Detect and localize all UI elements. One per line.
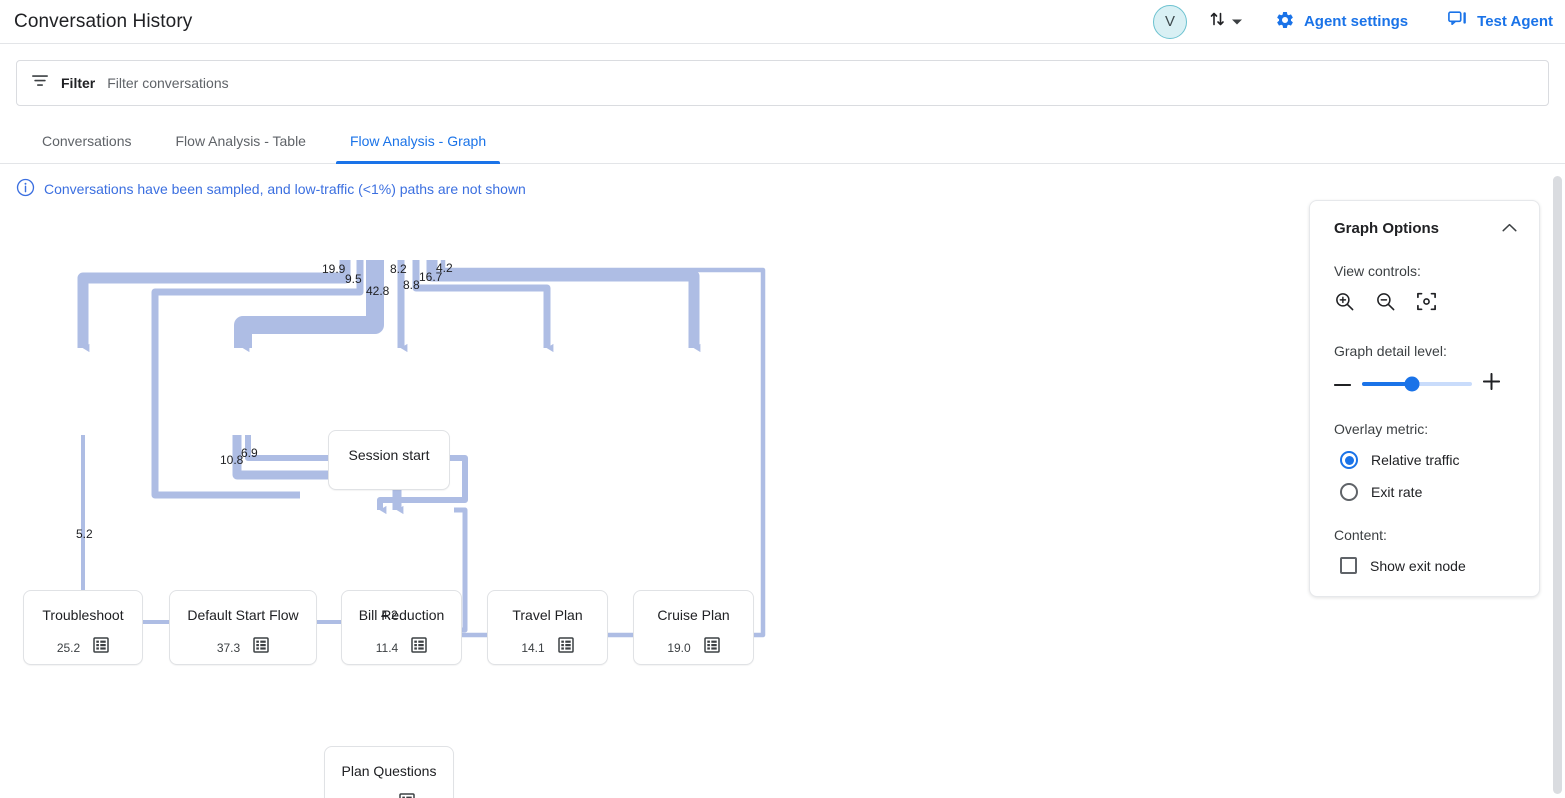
edge-label: 19.9 — [322, 262, 346, 276]
node-label: Default Start Flow — [187, 607, 299, 623]
radio-button[interactable] — [1340, 483, 1358, 501]
detail-level-slider[interactable] — [1362, 376, 1472, 392]
avatar-initial: V — [1164, 13, 1175, 30]
node-value: 14.1 — [521, 640, 545, 655]
top-header-bar: Conversation History V Agent settings — [0, 0, 1565, 44]
slider-thumb[interactable] — [1404, 376, 1419, 392]
node-bill-reduction[interactable]: Bill Reduction 11.4 — [341, 590, 462, 665]
sampling-notice-text: Conversations have been sampled, and low… — [44, 181, 526, 197]
node-label: Bill Reduction — [358, 607, 445, 623]
node-default-start-flow[interactable]: Default Start Flow 37.3 — [169, 590, 317, 665]
graph-options-title: Graph Options — [1334, 219, 1439, 237]
edge-label: 6.9 — [241, 446, 258, 460]
edge-label: 5.2 — [76, 527, 93, 541]
graph-options-panel: Graph Options View controls: — [1309, 200, 1540, 597]
checkbox-box[interactable] — [1340, 557, 1357, 574]
tab-conversations[interactable]: Conversations — [42, 133, 132, 149]
edge-label: 8.2 — [390, 262, 407, 276]
overlay-metric-label: Overlay metric: — [1334, 421, 1429, 437]
table-icon[interactable] — [399, 793, 415, 798]
view-controls-group — [1334, 291, 1517, 317]
table-icon[interactable] — [557, 637, 574, 658]
node-session-start[interactable]: Session start — [328, 430, 450, 490]
info-icon — [16, 178, 35, 200]
node-value: 11.4 — [375, 640, 399, 655]
checkbox-show-exit-node[interactable]: Show exit node — [1340, 557, 1517, 574]
zoom-out-icon[interactable] — [1375, 291, 1396, 317]
node-meta: 37.3 — [217, 637, 269, 658]
table-icon[interactable] — [253, 637, 269, 658]
node-value: 25.2 — [56, 640, 81, 655]
sort-control[interactable] — [1209, 10, 1243, 33]
sampling-notice: Conversations have been sampled, and low… — [0, 164, 1565, 200]
agent-settings-label: Agent settings — [1303, 13, 1409, 30]
table-icon[interactable] — [411, 637, 427, 658]
header-actions: V Agent settings — [1152, 4, 1565, 39]
vertical-scrollbar[interactable] — [1553, 176, 1562, 794]
page-title: Conversation History — [14, 10, 193, 32]
chevron-down-icon — [1231, 13, 1243, 31]
node-meta: 11.4 — [376, 637, 427, 658]
radio-exit-rate[interactable]: Exit rate — [1340, 483, 1517, 501]
node-meta: 22.9 — [363, 793, 415, 798]
radio-label: Relative traffic — [1371, 452, 1460, 468]
node-cruise-plan[interactable]: Cruise Plan 19.0 — [633, 590, 754, 665]
zoom-in-icon[interactable] — [1334, 291, 1355, 317]
radio-button[interactable] — [1340, 451, 1358, 469]
table-icon[interactable] — [703, 637, 720, 658]
chat-bubble-icon — [1448, 10, 1468, 33]
test-agent-link[interactable]: Test Agent — [1448, 10, 1553, 33]
edge-label: 4.2 — [381, 608, 398, 622]
flow-graph-canvas[interactable]: Session start Troubleshoot 25.2 Default … — [0, 200, 1565, 798]
node-value: 22.9 — [363, 797, 386, 798]
agent-settings-link[interactable]: Agent settings — [1275, 10, 1408, 34]
test-agent-label: Test Agent — [1477, 13, 1553, 30]
node-troubleshoot[interactable]: Troubleshoot 25.2 — [23, 590, 143, 665]
edge-label: 10.8 — [220, 453, 244, 467]
avatar[interactable]: V — [1152, 4, 1187, 39]
node-value: 19.0 — [667, 640, 691, 655]
sort-arrows-icon — [1209, 10, 1226, 33]
plus-icon[interactable] — [1482, 372, 1501, 395]
chevron-up-icon[interactable] — [1502, 219, 1517, 237]
node-meta: 14.1 — [521, 637, 574, 658]
radio-label: Exit rate — [1371, 484, 1423, 500]
edge-label: 42.8 — [366, 284, 390, 298]
minus-icon[interactable] — [1333, 375, 1352, 393]
radio-relative-traffic[interactable]: Relative traffic — [1340, 451, 1517, 469]
slider-fill — [1362, 382, 1412, 386]
tab-flow-analysis-graph[interactable]: Flow Analysis - Graph — [328, 133, 508, 164]
checkbox-label: Show exit node — [1370, 557, 1466, 574]
edge-label: 4.2 — [436, 261, 453, 275]
node-label: Session start — [348, 447, 430, 463]
node-plan-questions[interactable]: Plan Questions 22.9 — [324, 746, 454, 798]
filter-bar[interactable]: Filter Filter conversations — [16, 60, 1549, 106]
graph-options-header[interactable]: Graph Options — [1334, 219, 1517, 237]
node-meta: 19.0 — [667, 637, 720, 658]
node-label: Travel Plan — [512, 607, 583, 623]
node-label: Troubleshoot — [42, 607, 124, 623]
edge-label: 8.8 — [403, 278, 420, 292]
edge-label: 16.7 — [419, 270, 443, 284]
tab-bar: Conversations Flow Analysis - Table Flow… — [0, 118, 1565, 164]
content-label: Content: — [1334, 527, 1387, 543]
filter-label: Filter — [61, 75, 96, 91]
tab-flow-analysis-table[interactable]: Flow Analysis - Table — [175, 133, 306, 149]
gear-icon — [1275, 10, 1295, 34]
detail-level-control — [1333, 372, 1517, 395]
detail-level-label: Graph detail level: — [1334, 343, 1447, 359]
fit-to-screen-icon[interactable] — [1416, 291, 1437, 317]
node-label: Cruise Plan — [657, 607, 730, 623]
node-label: Plan Questions — [341, 763, 437, 779]
filter-section: Filter Filter conversations — [0, 44, 1565, 106]
node-travel-plan[interactable]: Travel Plan 14.1 — [487, 590, 608, 665]
flow-edges — [77, 260, 766, 657]
filter-input[interactable]: Filter conversations — [107, 75, 229, 91]
filter-icon — [31, 72, 49, 95]
table-icon[interactable] — [93, 637, 109, 658]
edge-label: 9.5 — [345, 272, 362, 286]
node-meta: 25.2 — [57, 637, 109, 658]
view-controls-label: View controls: — [1334, 263, 1421, 279]
node-value: 37.3 — [216, 640, 241, 655]
